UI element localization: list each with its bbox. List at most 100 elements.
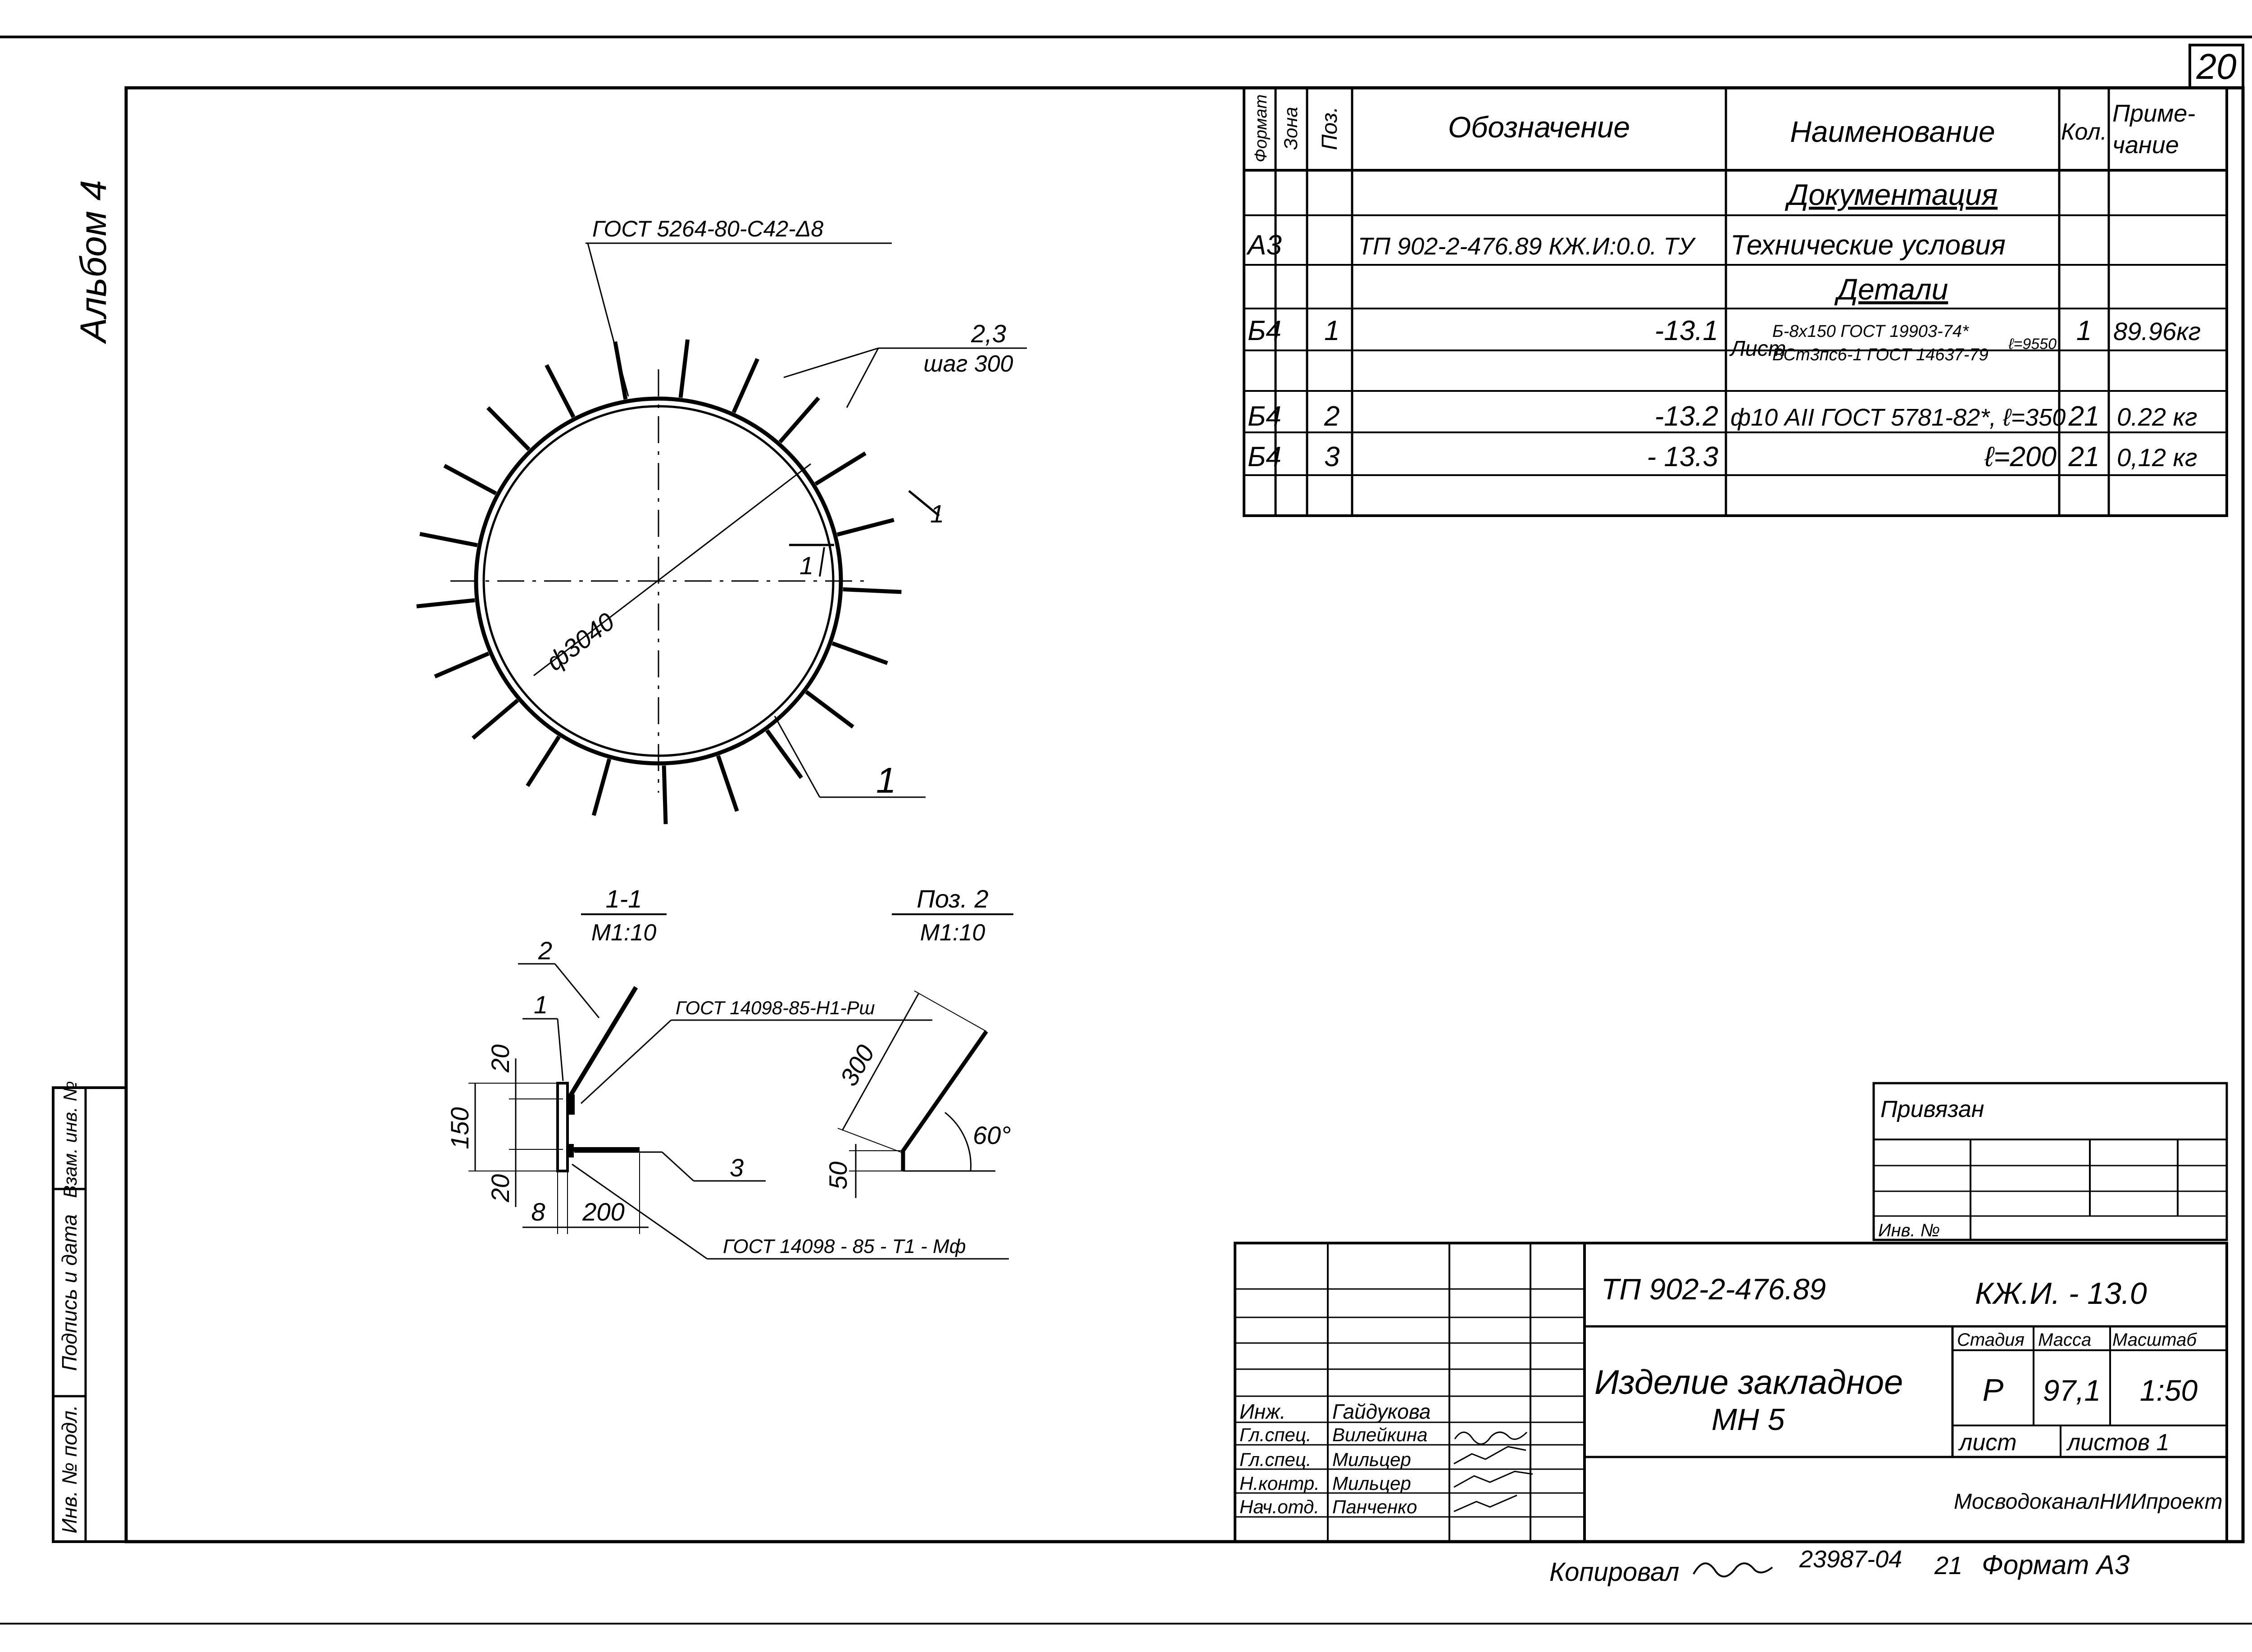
footer: Копировал 23987-04 21 Формат А3 — [1549, 1546, 2129, 1587]
staff-role: Н.контр. — [1240, 1473, 1320, 1494]
staff-role: Гл.спец. — [1240, 1424, 1312, 1445]
row-designation: - 13.3 — [1647, 441, 1718, 472]
anchor-rods — [416, 339, 902, 824]
row-format: Б4 — [1248, 401, 1281, 432]
anchor-rod — [778, 396, 820, 444]
hdr-pos: Поз. — [1318, 107, 1342, 150]
row-pos: 2 — [1324, 401, 1339, 432]
staff-name: Мильцер — [1332, 1449, 1411, 1470]
anchor-rod — [814, 451, 867, 486]
pos1-sec-label: 1 — [534, 990, 548, 1019]
pos1-leader — [774, 716, 821, 798]
weld-mark-top — [568, 1094, 575, 1115]
row-format: Б4 — [1248, 315, 1281, 346]
footer-count: 21 — [1934, 1551, 1962, 1579]
row-note: 0,12 кг — [2117, 443, 2198, 472]
anchor-rod — [836, 517, 894, 537]
stage-label: Стадия — [1957, 1330, 2025, 1350]
anchor-rod — [731, 358, 759, 413]
section-mark-line-right — [908, 490, 940, 517]
spec-table: Формат Зона Поз. Обозначение Наименовани… — [1243, 86, 2228, 517]
scale-value: 1:50 — [2140, 1374, 2198, 1407]
section-1-1: 1-1 М1:10 2 1 ГОСТ 14098-85-Н1-Рш 3 ГОСТ… — [445, 885, 1009, 1260]
section-mark-left: 1 — [799, 551, 813, 580]
privyazan-inv: Инв. № — [1878, 1221, 1940, 1240]
anchor-rod — [805, 690, 854, 729]
diameter-label: ф3040 — [541, 607, 620, 676]
dim-150: 150 — [445, 1107, 474, 1149]
anchor-rod — [662, 765, 668, 824]
organization: МосводоканалНИИпроект — [1954, 1490, 2223, 1514]
anchor-rod — [591, 758, 612, 816]
sheet-number: 20 — [2196, 46, 2237, 86]
footer-format: Формат А3 — [1982, 1550, 2129, 1580]
anchor-rod — [434, 651, 490, 679]
dim-8: 8 — [531, 1198, 545, 1226]
gost-top-leader — [580, 1019, 672, 1104]
row-designation: -13.1 — [1655, 315, 1718, 346]
rod-pos2 — [566, 986, 638, 1100]
staff-name: Вилейкина — [1332, 1424, 1427, 1445]
drawing-frame — [124, 86, 2245, 1543]
row-name: ℓ=200 — [1984, 441, 2057, 472]
stage-value: Р — [1983, 1372, 2004, 1407]
anchor-rod — [486, 406, 531, 451]
spec-row: Б4 1 -13.1 Лист Б-8х150 ГОСТ 19903-74* В… — [1248, 315, 2201, 364]
angle-label: 60° — [973, 1121, 1011, 1149]
left-strip-inv-podl: Инв. № подл. — [58, 1405, 81, 1533]
step-leader-1 — [783, 347, 879, 378]
privyazan-block: Привязан Инв. № — [1872, 1082, 2228, 1241]
left-strip: Взам. инв. № Подпись и дата Инв. № подл. — [52, 1081, 127, 1543]
row-name-suffix: ℓ=9550 — [2008, 336, 2057, 353]
pos1-label: 1 — [876, 760, 896, 800]
dim-300-ext-b — [914, 990, 987, 1032]
sheet-label: лист — [1958, 1430, 2017, 1456]
spec-row: Б4 3 - 13.3 ℓ=200 21 0,12 кг — [1248, 441, 2198, 472]
row-format: Б4 — [1248, 441, 1281, 472]
dim-20-top: 20 — [486, 1044, 514, 1073]
scale-label: Масштаб — [2112, 1330, 2197, 1350]
anchor-rod — [716, 755, 739, 812]
doc-code: КЖ.И. - 13.0 — [1975, 1276, 2147, 1311]
row-note: 0.22 кг — [2117, 403, 2198, 431]
row-note: 89.96кг — [2113, 317, 2201, 345]
anchor-rod — [678, 339, 690, 398]
spec-row: Б4 2 -13.2 ф10 АII ГОСТ 5781-82*, ℓ=350 … — [1248, 401, 2198, 432]
dim-200: 200 — [582, 1198, 624, 1226]
plate-pos1 — [556, 1082, 569, 1172]
anchor-rod — [545, 364, 576, 418]
anchor-rod — [843, 587, 902, 594]
sheets-label: листов 1 — [2066, 1430, 2169, 1456]
pos2-view-title: Поз. 2 — [917, 885, 988, 913]
anchor-rod — [526, 735, 561, 787]
row-name: ф10 АII ГОСТ 5781-82*, ℓ=350 — [1730, 404, 2066, 431]
title-line1: Изделие закладное — [1594, 1363, 1903, 1402]
spec-row: А3 ТП 902-2-476.89 КЖ.И:0.0. ТУ Техничес… — [1246, 230, 2006, 261]
footer-signature — [1693, 1562, 1773, 1578]
anchor-rod — [765, 729, 803, 779]
dim-20-bottom: 20 — [486, 1174, 514, 1203]
ring-plan-view: ф3040 ГОСТ 5264-80-С42-Δ8 2,3 шаг 300 1 … — [416, 216, 1027, 824]
signature-mark — [1453, 1470, 1533, 1488]
gost-weld-leader — [587, 243, 629, 397]
angle-arc — [944, 1112, 972, 1171]
signature-mark — [1453, 1494, 1517, 1512]
privyazan-label: Привязан — [1880, 1096, 1984, 1122]
row-qty: 21 — [2068, 401, 2100, 432]
dim-300-ext-a — [837, 1128, 904, 1153]
staff-role: Инж. — [1240, 1400, 1286, 1423]
anchor-rod — [831, 641, 888, 665]
staff-role: Нач.отд. — [1240, 1496, 1319, 1517]
step-value: 2,3 — [971, 319, 1006, 348]
pos1-sec-leader — [557, 1018, 564, 1081]
section-1-1-scale: М1:10 — [591, 920, 657, 946]
anchor-rod — [472, 699, 519, 740]
footer-copied: Копировал — [1549, 1557, 1679, 1587]
row-pos: 3 — [1324, 441, 1339, 472]
staff-name: Мильцер — [1332, 1473, 1411, 1494]
section-1-1-title: 1-1 — [606, 885, 642, 913]
album-label: Альбом 4 — [73, 180, 114, 345]
title-block: ТП 902-2-476.89 КЖ.И. - 13.0 Изделие зак… — [1234, 1242, 2228, 1543]
pos2-view-scale: М1:10 — [920, 920, 985, 946]
signature-mark — [1454, 1431, 1528, 1445]
